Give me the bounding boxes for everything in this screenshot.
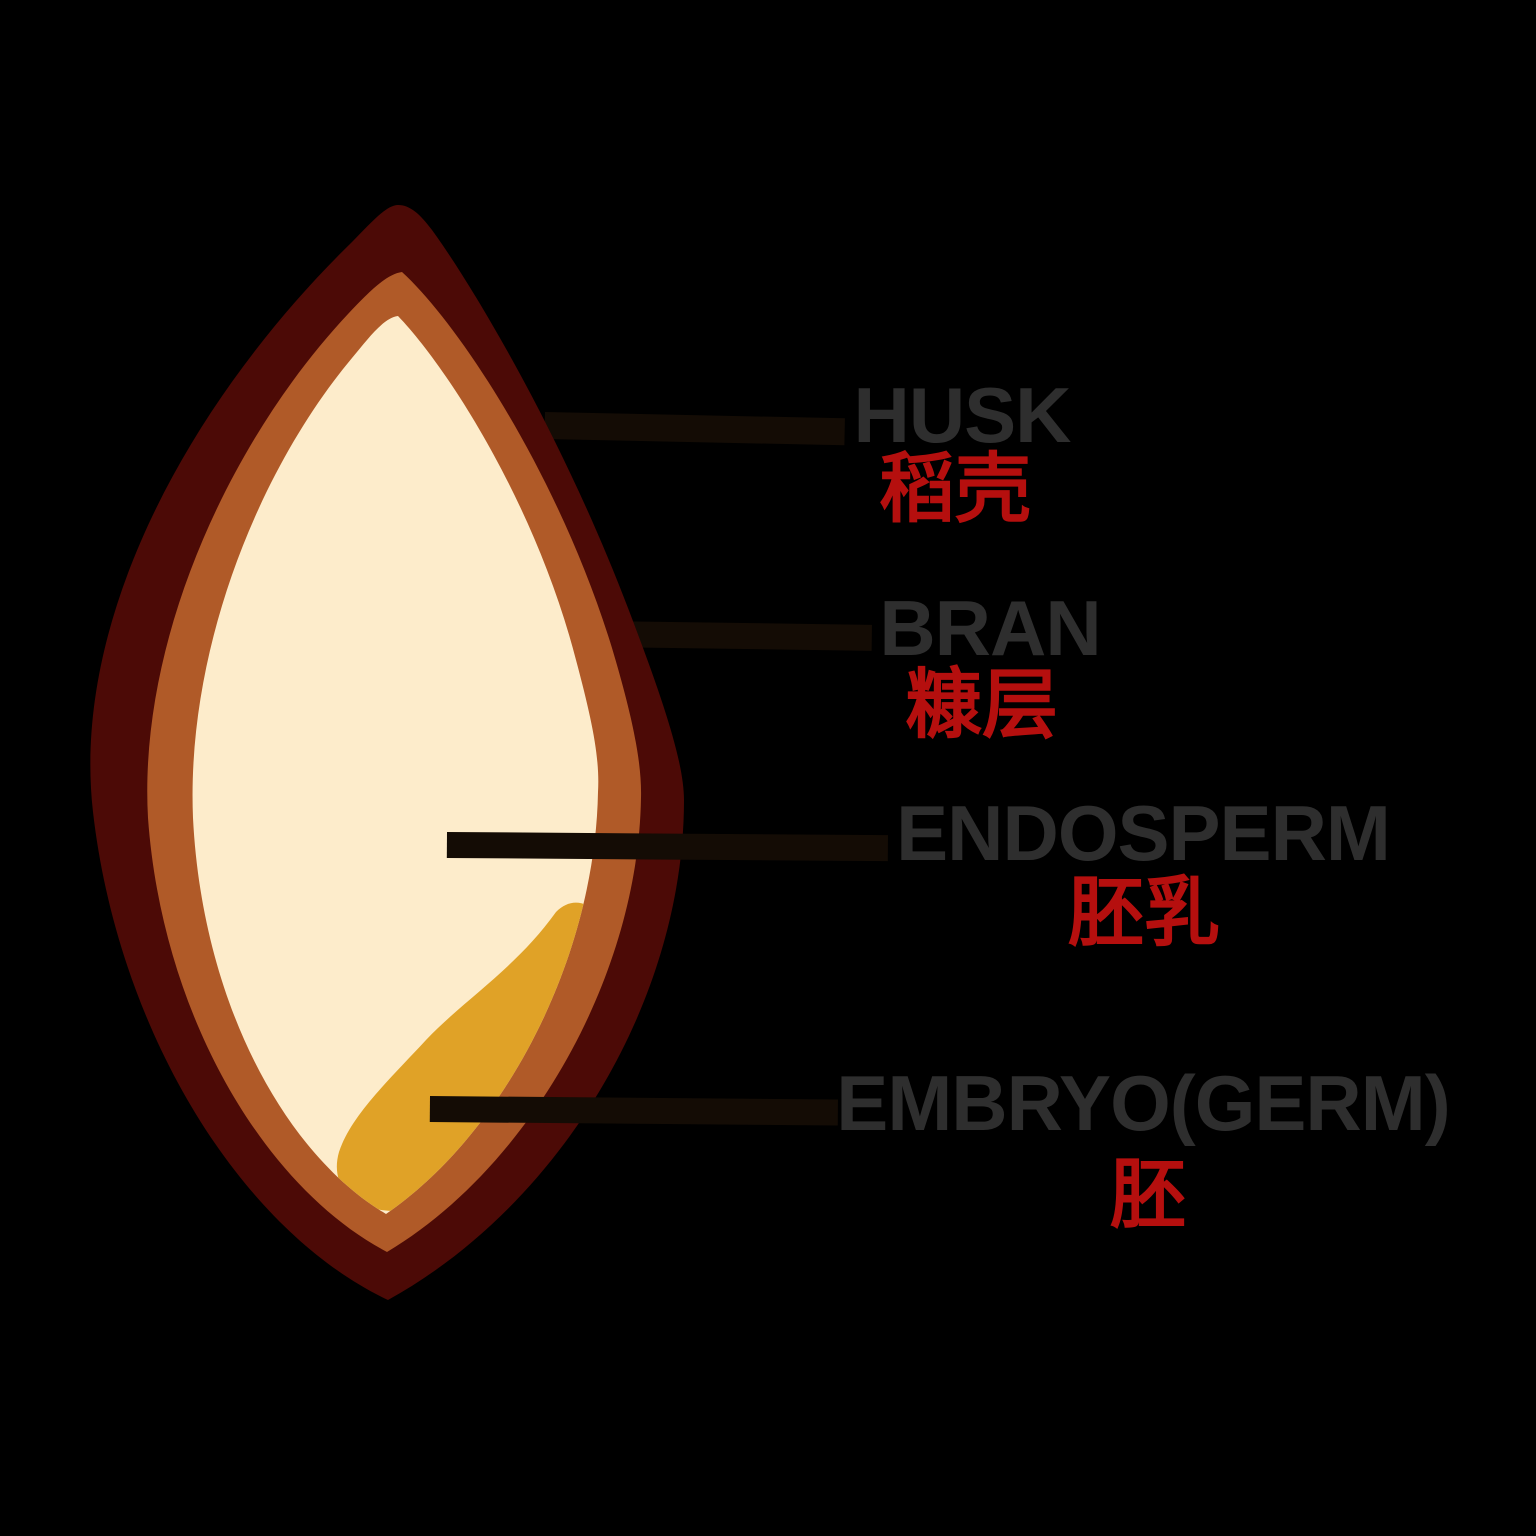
- embryo-label-zh: 胚: [1110, 1153, 1186, 1238]
- husk-callout-line: [544, 411, 845, 446]
- bran-label-zh: 糠层: [906, 663, 1058, 748]
- grain-layers: [90, 205, 684, 1300]
- callout-lines-front: [429, 832, 888, 1126]
- endosperm-callout-line: [446, 832, 888, 862]
- bran-callout-line: [597, 621, 872, 651]
- bran-label-en: BRAN: [879, 584, 1101, 672]
- husk-label-en: HUSK: [853, 371, 1071, 459]
- endosperm-label-zh: 胚乳: [1068, 871, 1220, 956]
- callout-lines-back: [544, 411, 872, 651]
- endosperm-label-en: ENDOSPERM: [896, 789, 1391, 877]
- husk-label-zh: 稻壳: [879, 447, 1031, 532]
- embryo-callout-line: [429, 1096, 838, 1126]
- embryo-label-en: EMBRYO(GERM): [836, 1059, 1450, 1147]
